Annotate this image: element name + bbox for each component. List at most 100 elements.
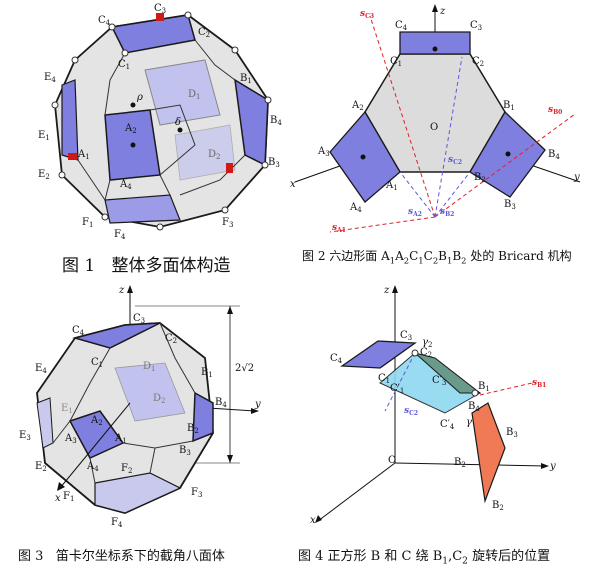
svg-text:A1: A1 — [385, 180, 398, 192]
svg-text:A1: A1 — [114, 433, 127, 445]
svg-text:C3: C3 — [400, 330, 412, 342]
hinge-red-top — [156, 13, 164, 21]
square-C — [399, 31, 471, 55]
svg-text:C′1: C′1 — [390, 383, 404, 395]
svg-text:C3: C3 — [470, 20, 482, 32]
svg-text:B1: B1 — [478, 381, 490, 393]
square-B-rotated — [471, 402, 506, 504]
svg-text:F1: F1 — [63, 491, 74, 503]
svg-text:y: y — [573, 172, 580, 183]
svg-text:x: x — [290, 179, 296, 190]
svg-text:C′4: C′4 — [440, 419, 455, 431]
svg-text:B3: B3 — [504, 199, 516, 211]
svg-text:E2: E2 — [35, 461, 47, 473]
svg-text:C1: C1 — [91, 357, 103, 369]
svg-text:C2: C2 — [198, 27, 210, 39]
svg-text:sB1: sB1 — [532, 378, 546, 389]
svg-text:C′3: C′3 — [432, 375, 446, 387]
svg-text:F2: F2 — [121, 463, 132, 475]
svg-text:z: z — [118, 285, 125, 296]
svg-text:A2: A2 — [90, 415, 103, 427]
svg-text:2√2: 2√2 — [235, 363, 254, 374]
svg-text:A3: A3 — [317, 146, 330, 158]
svg-text:x: x — [55, 493, 61, 504]
svg-text:A2: A2 — [124, 123, 137, 135]
svg-text:E4: E4 — [35, 363, 47, 375]
svg-text:C1: C1 — [378, 373, 390, 385]
svg-text:B1: B1 — [240, 73, 252, 85]
figure-4-caption: 图 4 正方形 B 和 C 绕 B1,C2 旋转后的位置 — [298, 549, 551, 567]
svg-text:E3: E3 — [19, 430, 31, 442]
svg-text:D2: D2 — [153, 393, 166, 405]
svg-text:O: O — [430, 122, 438, 133]
svg-text:B1: B1 — [201, 367, 213, 379]
svg-text:B3: B3 — [179, 445, 191, 457]
face-D2 — [174, 124, 236, 181]
svg-text:B4: B4 — [270, 115, 282, 127]
hinge-red-left — [68, 153, 77, 160]
svg-text:sC2: sC2 — [448, 155, 462, 166]
svg-text:sB2: sB2 — [440, 207, 454, 218]
svg-text:C4: C4 — [330, 353, 343, 365]
svg-text:E4: E4 — [44, 72, 56, 84]
figure-1-illustration: C3 C4 C2 C1 B1 B4 B3 E4 E1 E2 A1 A2 A4 F… — [38, 3, 282, 241]
svg-text:x: x — [310, 515, 316, 526]
svg-text:A2: A2 — [351, 100, 364, 112]
svg-text:C4: C4 — [395, 20, 408, 32]
face-E — [61, 79, 79, 161]
svg-text:C2: C2 — [420, 347, 432, 359]
svg-text:F4: F4 — [114, 229, 126, 241]
svg-text:B2: B2 — [474, 172, 486, 184]
svg-text:δ: δ — [175, 117, 181, 128]
square-C-original — [340, 340, 417, 369]
svg-text:B4: B4 — [548, 149, 560, 161]
svg-text:B2: B2 — [187, 423, 199, 435]
svg-text:C4: C4 — [72, 325, 85, 337]
svg-text:F3: F3 — [222, 217, 233, 229]
face-B — [192, 391, 214, 443]
svg-text:C3: C3 — [133, 313, 145, 325]
svg-text:C3: C3 — [154, 3, 166, 15]
svg-text:A4: A4 — [119, 179, 132, 191]
face-D — [114, 362, 186, 422]
svg-text:B2: B2 — [454, 457, 466, 469]
svg-text:B3: B3 — [268, 157, 280, 169]
hinge-red-right — [226, 163, 233, 173]
svg-text:A4: A4 — [86, 461, 99, 473]
svg-text:sA2: sA2 — [408, 207, 422, 218]
svg-text:A3: A3 — [64, 433, 77, 445]
svg-text:γ: γ — [466, 417, 472, 428]
svg-text:E1: E1 — [38, 130, 50, 142]
face-F — [94, 472, 182, 514]
svg-text:C2: C2 — [472, 56, 484, 68]
svg-text:E2: E2 — [38, 169, 50, 181]
svg-text:F3: F3 — [191, 487, 202, 499]
svg-text:D2: D2 — [208, 149, 221, 161]
figure-4-illustration: z y x O C3 C4 C1 C2 C′1 C′4 C′3 B1 B3 B4… — [310, 285, 556, 526]
svg-text:C1: C1 — [118, 59, 130, 71]
svg-text:B2: B2 — [492, 500, 504, 512]
square-C-side — [414, 352, 482, 394]
figure-3-caption: 图 3 笛卡尔坐标系下的截角八面体 — [18, 549, 225, 564]
svg-text:B3: B3 — [506, 427, 518, 439]
svg-text:C2: C2 — [165, 333, 177, 345]
svg-text:B4: B4 — [215, 397, 227, 409]
face-D1 — [144, 59, 221, 126]
face-F — [104, 194, 181, 224]
svg-text:sC2: sC2 — [404, 406, 418, 417]
svg-text:F4: F4 — [111, 517, 123, 529]
svg-text:D1: D1 — [143, 361, 156, 373]
figure-3-illustration: z y x 2√2 C4 C3 C2 C1 E4 E1 E3 E2 A2 A3 … — [19, 285, 261, 529]
svg-text:O: O — [388, 455, 396, 466]
svg-text:C4: C4 — [98, 15, 111, 27]
svg-text:γ2: γ2 — [422, 337, 432, 349]
svg-text:z: z — [439, 6, 446, 17]
svg-text:sC3: sC3 — [360, 9, 374, 20]
figure-2-illustration: z x y O C4 C3 C1 C2 A2 A3 A1 A4 B1 B4 B2… — [290, 4, 581, 234]
svg-text:sA1: sA1 — [332, 223, 346, 234]
svg-text:z: z — [383, 285, 390, 296]
svg-text:A1: A1 — [77, 149, 90, 161]
svg-text:y: y — [549, 461, 556, 472]
svg-text:B4: B4 — [468, 401, 480, 413]
svg-text:B1: B1 — [503, 100, 515, 112]
